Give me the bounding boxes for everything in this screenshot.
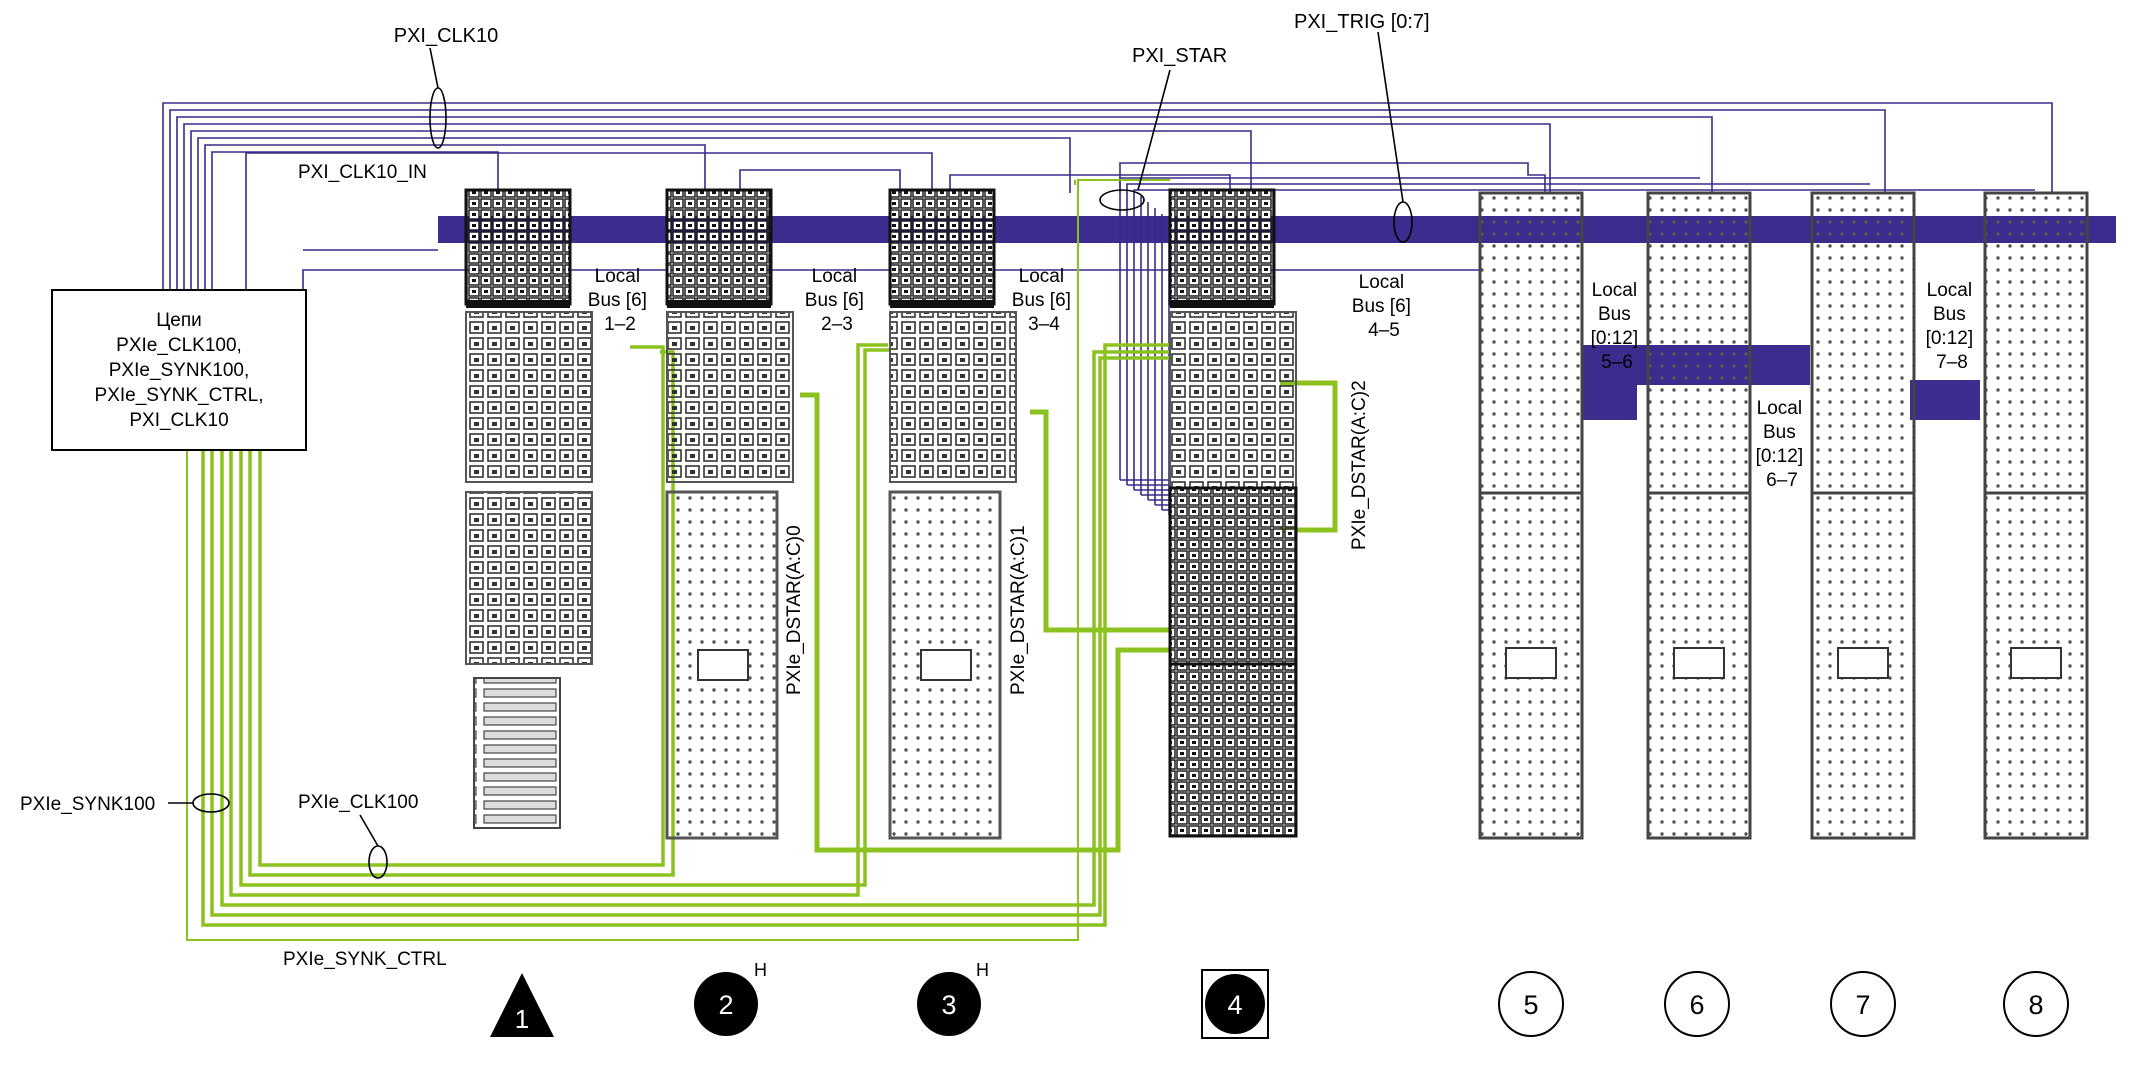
- hybrid-superscript: H: [976, 960, 989, 980]
- label-dstar2: PXIe_DSTAR(A:C)2: [1349, 380, 1370, 550]
- system-slot-triangle-icon: [490, 973, 554, 1037]
- slot-3-marker: 3 H: [917, 960, 989, 1036]
- label-pxie-synk-ctrl: PXIe_SYNK_CTRL: [283, 949, 447, 970]
- circuit-box-line: PXI_CLK10: [129, 410, 228, 431]
- label-pxi-trig: PXI_TRIG [0:7]: [1294, 11, 1430, 33]
- pxie-clock-traces: [186, 179, 1338, 941]
- label-pxie-synk100: PXIe_SYNK100: [20, 794, 155, 815]
- label-pxie-clk100: PXIe_CLK100: [298, 792, 418, 813]
- local-bus-6-7: Local Bus [0:12] 6–7: [1756, 398, 1809, 491]
- slot-markers: 1 2 H 3 H 4 5 6 7 8: [490, 960, 2069, 1039]
- circuit-box-line: PXIe_CLK100,: [116, 335, 242, 356]
- label-dstar1: PXIe_DSTAR(A:C)1: [1008, 525, 1029, 695]
- svg-text:8: 8: [2028, 990, 2043, 1020]
- slot-5-connectors: [1478, 191, 1584, 840]
- local-bus-2-3: Local Bus [6] 2–3: [805, 266, 869, 335]
- slot-4-marker: 4: [1201, 969, 1269, 1039]
- signal-group-markers: [168, 31, 1413, 879]
- slot-2-connectors: [665, 188, 794, 840]
- label-pxi-clk10: PXI_CLK10: [394, 25, 499, 47]
- slot-3-connectors: [888, 188, 1017, 840]
- label-pxi-clk10-in: PXI_CLK10_IN: [298, 162, 427, 183]
- svg-text:2: 2: [718, 990, 733, 1020]
- svg-text:1: 1: [515, 1004, 529, 1034]
- pxi-clk10-marker: [429, 87, 447, 149]
- slot-6-connectors: [1646, 191, 1752, 840]
- local-bus-7-8: Local Bus [0:12] 7–8: [1926, 280, 1979, 373]
- local-bus-1-2: Local Bus [6] 1–2: [588, 266, 652, 335]
- slot-1-connectors: [464, 188, 593, 829]
- slot-4-connectors: [1168, 188, 1298, 838]
- svg-text:6: 6: [1689, 990, 1704, 1020]
- pxi-star-marker: [1099, 189, 1145, 211]
- slot-6-marker: 6: [1664, 971, 1730, 1037]
- label-dstar0: PXIe_DSTAR(A:C)0: [784, 525, 805, 695]
- circuit-box-line: Цепи: [156, 310, 202, 331]
- signal-labels: PXI_CLK10 PXI_CLK10_IN PXI_STAR PXI_TRIG…: [20, 11, 1430, 970]
- slot-8-marker: 8: [2003, 971, 2069, 1037]
- label-pxi-star: PXI_STAR: [1132, 45, 1227, 67]
- circuit-box-line: PXIe_SYNK_CTRL,: [95, 385, 264, 406]
- svg-text:5: 5: [1523, 990, 1538, 1020]
- slot-7-marker: 7: [1830, 971, 1896, 1037]
- hybrid-superscript: H: [754, 960, 767, 980]
- svg-text:3: 3: [941, 990, 956, 1020]
- local-bus-4-5: Local Bus [6] 4–5: [1352, 272, 1416, 341]
- slot-5-marker: 5: [1498, 971, 1564, 1037]
- svg-text:7: 7: [1855, 990, 1870, 1020]
- local-bus-5-6: Local Bus [0:12] 5–6: [1591, 280, 1644, 373]
- pxi-trig-traces: [162, 102, 2053, 516]
- local-bus-labels: Local Bus [6] 1–2 Local Bus [6] 2–3 Loca…: [588, 266, 1979, 491]
- slot-8-connectors: [1983, 191, 2089, 840]
- pxie-clk100-marker: [368, 845, 388, 879]
- slot-2-marker: 2 H: [694, 960, 767, 1036]
- svg-text:4: 4: [1227, 990, 1242, 1020]
- clock-circuit-box: Цепи PXIe_CLK100, PXIe_SYNK100, PXIe_SYN…: [51, 289, 307, 451]
- slot-1-marker: 1: [490, 973, 554, 1037]
- slot-7-connectors: [1810, 191, 1916, 840]
- circuit-box-line: PXIe_SYNK100,: [109, 360, 249, 381]
- local-bus-3-4: Local Bus [6] 3–4: [1012, 266, 1076, 335]
